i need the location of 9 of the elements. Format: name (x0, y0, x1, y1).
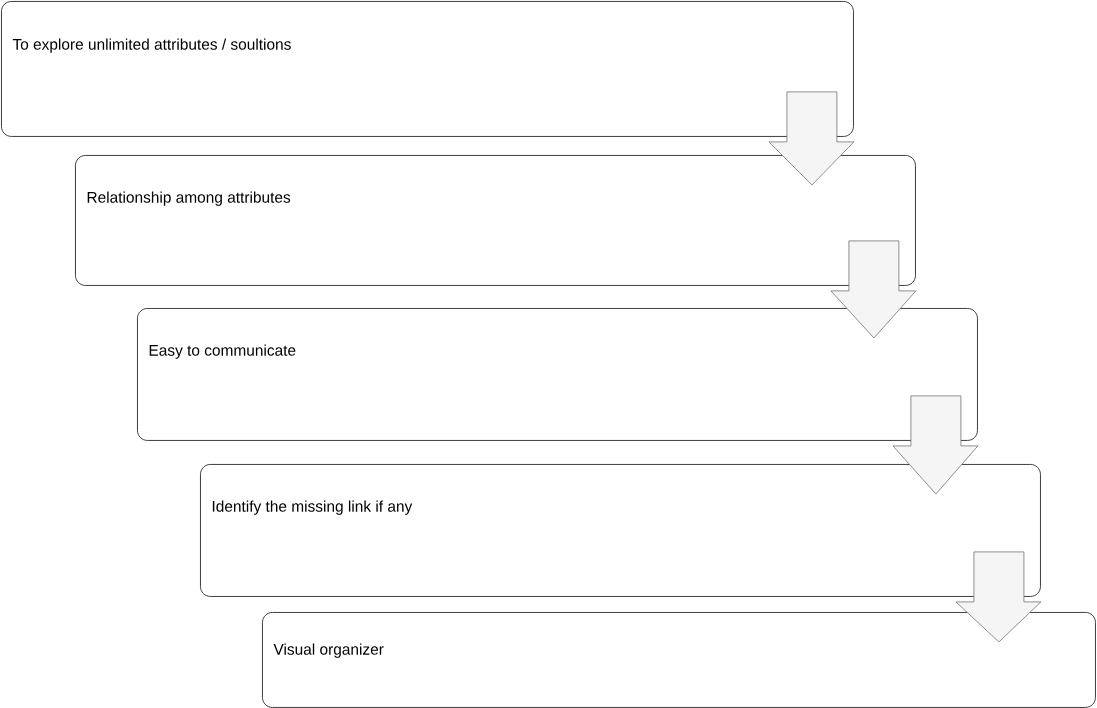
block-arrow (830, 240, 917, 339)
block-arrow (892, 395, 979, 495)
process-box: Identify the missing link if any (200, 464, 1041, 597)
block-arrow (955, 551, 1042, 643)
process-box: Visual organizer (262, 612, 1096, 708)
block-arrow (768, 91, 855, 186)
process-box: Relationship among attributes (75, 155, 916, 286)
process-box: To explore unlimited attributes / soultions (1, 1, 854, 137)
process-box: Easy to communicate (137, 308, 978, 441)
